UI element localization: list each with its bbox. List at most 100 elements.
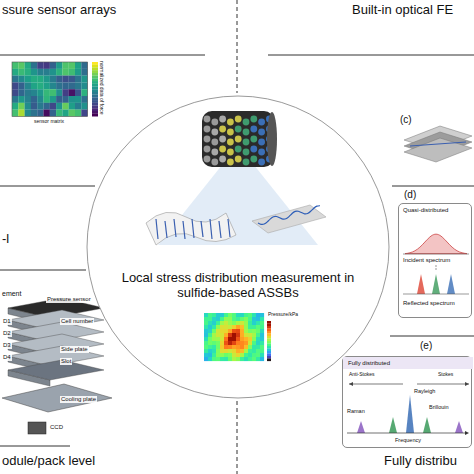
heatmap-cell <box>18 82 24 89</box>
panel-letter: (c) <box>400 114 412 126</box>
heatmap-cell <box>75 96 81 103</box>
heatmap-cell <box>62 89 68 96</box>
sensor-line <box>228 219 230 237</box>
pressure-map-cell <box>220 325 224 329</box>
colorbar-step <box>92 111 98 114</box>
pressure-map-cell <box>256 317 260 321</box>
heatmap-cell <box>81 69 87 76</box>
pressure-map-cell <box>224 337 228 341</box>
colorbar-label: normalized data of force <box>98 61 104 115</box>
pressure-map-cell <box>220 321 224 325</box>
guide-line <box>436 265 437 271</box>
pressure-map-cell <box>244 349 248 353</box>
incident-spectrum <box>405 234 467 253</box>
pressure-map-cell <box>232 353 236 357</box>
heatmap-cell <box>44 82 50 89</box>
part-label: Side plate <box>60 346 89 353</box>
pressure-map-cell <box>208 317 212 321</box>
heatmap-cell <box>12 76 18 83</box>
optical-fiber <box>410 142 466 146</box>
pressure-map-cell <box>232 349 236 353</box>
frequency-axis <box>347 433 467 434</box>
cell-label: D3 <box>2 342 12 349</box>
heatmap-cell <box>69 82 75 89</box>
colorbar-step <box>267 346 271 349</box>
particle <box>204 146 211 153</box>
heatmap-cell <box>31 103 37 110</box>
pressure-map-cell <box>224 353 228 357</box>
pressure-map-cell <box>260 341 264 345</box>
pressure-map-cell <box>212 333 216 337</box>
fiber-wave <box>258 206 320 225</box>
heatmap-cell <box>44 62 50 69</box>
pressure-map-cell <box>244 333 248 337</box>
heatmap-cell <box>12 96 18 103</box>
colorbar-step <box>267 339 271 342</box>
heatmap-cell <box>50 62 56 69</box>
colorbar-step <box>92 65 98 68</box>
pressure-map-cell <box>216 329 220 333</box>
scattering-peak <box>455 421 463 433</box>
pressure-map-cell <box>208 329 212 333</box>
header-band <box>343 357 473 369</box>
flexible-sensor <box>146 212 236 245</box>
particle <box>204 136 211 143</box>
axis-line <box>403 254 469 255</box>
heatmap-cell <box>81 96 87 103</box>
heatmap-cell <box>75 69 81 76</box>
pressure-map-cell <box>220 313 224 317</box>
pressure-map-cell <box>204 321 208 325</box>
particle <box>235 156 242 163</box>
pressure-map-cell <box>260 321 264 325</box>
node-text: Brillouin <box>429 404 449 410</box>
pressure-map-cell <box>236 333 240 337</box>
particle <box>211 129 218 136</box>
pressure-map-cell <box>204 317 208 321</box>
heatmap-cell <box>44 103 50 110</box>
node-text: Stokes <box>438 372 453 378</box>
pressure-map-cell <box>248 345 252 349</box>
pressure-map-cell <box>216 349 220 353</box>
pressure-map-cell <box>256 337 260 341</box>
heatmap-cell <box>69 76 75 83</box>
colorbar-step <box>92 76 98 79</box>
pressure-map-cell <box>244 337 248 341</box>
pressure-map-cell <box>232 341 236 345</box>
pressure-map-cell <box>216 313 220 317</box>
heatmap-cell <box>12 69 18 76</box>
separator-line <box>390 336 474 337</box>
colorbar-step <box>267 321 271 324</box>
ccd-camera <box>28 422 46 434</box>
particle <box>219 136 226 143</box>
pressure-map-cell <box>212 313 216 317</box>
particle <box>258 129 265 136</box>
heatmap-cell <box>37 96 43 103</box>
particle <box>219 156 226 163</box>
reflected-peak <box>417 274 425 294</box>
pressure-map-cell <box>204 313 208 317</box>
separator-line <box>0 446 70 447</box>
pressure-map-cell <box>208 353 212 357</box>
part-label: Cooling plate <box>60 396 97 403</box>
separator-line <box>237 0 238 93</box>
heatmap-cell <box>25 103 31 110</box>
colorbar-step <box>267 324 271 327</box>
particle <box>204 116 211 123</box>
pressure-map-cell <box>220 345 224 349</box>
particle <box>204 156 211 163</box>
heatmap-cell <box>69 89 75 96</box>
heatmap-cell <box>56 89 62 96</box>
sensor-line <box>183 221 185 239</box>
pressure-map-cell <box>244 341 248 345</box>
pressure-map-cell <box>256 313 260 317</box>
pressure-map-cell <box>224 349 228 353</box>
pressure-map-cell <box>236 341 240 345</box>
pressure-map-cell <box>260 345 264 349</box>
heatmap-cell <box>12 89 18 96</box>
section-heading: ement <box>2 290 21 298</box>
arrow-head <box>465 382 469 386</box>
heatmap-cell <box>18 96 24 103</box>
pressure-map-cell <box>240 329 244 333</box>
sensor-line <box>210 219 212 239</box>
particle <box>243 139 250 146</box>
